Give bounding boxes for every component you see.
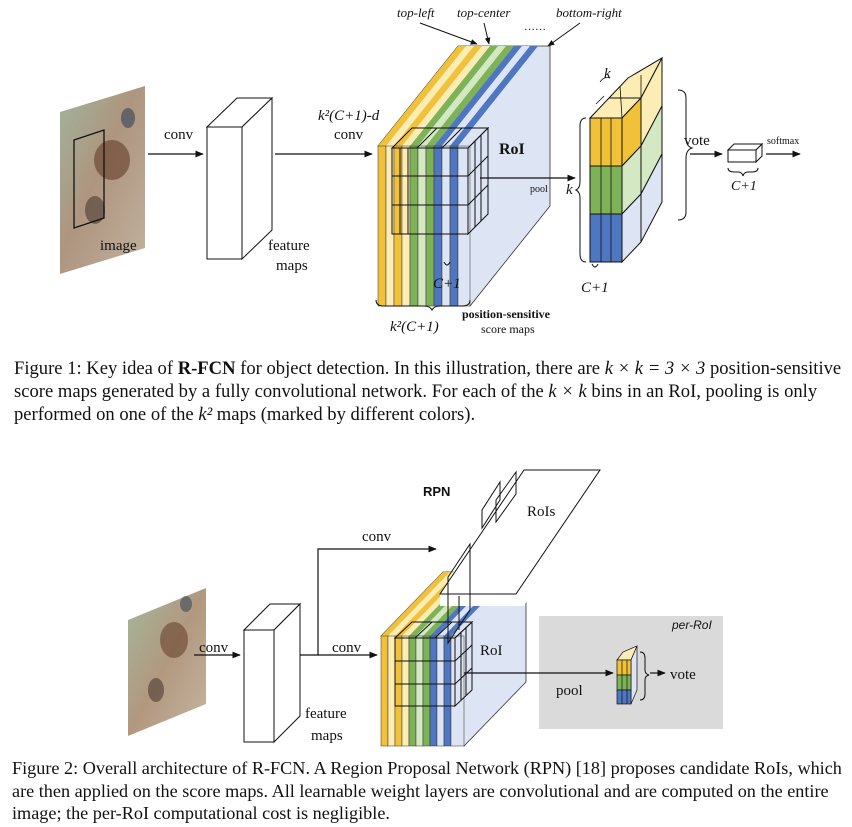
figure-2-caption: Figure 2: Overall architecture of R-FCN.…	[12, 758, 842, 823]
maps-label-2: maps	[311, 728, 343, 744]
roi-cube-1	[390, 126, 490, 236]
feature-maps-box-1	[205, 96, 274, 261]
conv-label-2: conv	[334, 127, 364, 143]
per-roi-label: per-RoI	[671, 618, 712, 632]
caption-1-mid2: position-sensitive score maps generated …	[14, 358, 842, 402]
top-left-label: top-left	[397, 5, 435, 20]
ps-label-2: score maps	[481, 322, 535, 336]
figure-1-caption: Figure 1: Key idea of R-FCN for object d…	[14, 357, 844, 426]
conv-mid-label: conv	[332, 640, 362, 656]
feature-maps-box-2	[242, 602, 302, 744]
top-center-label: top-center	[457, 5, 511, 20]
c1-label-b: C+1	[581, 280, 609, 296]
caption-1-mid3: bins in an RoI, pooling is only performe…	[14, 381, 818, 425]
conv-label-1: conv	[164, 127, 194, 143]
input-image-1	[60, 86, 145, 274]
c1-label-c: C+1	[731, 179, 757, 194]
figure-2: conv feature maps conv conv	[128, 469, 723, 747]
caption-1-mid1: for object detection. In this illustrati…	[235, 358, 605, 379]
maps-label-1: maps	[276, 258, 308, 274]
output-block-1	[726, 142, 764, 164]
input-image-2	[128, 588, 206, 736]
caption-1-math3: k²	[198, 404, 213, 425]
rpn-plane	[439, 469, 601, 645]
k2c1-label: k²(C+1)	[390, 319, 439, 335]
figure-1: image conv feature maps k²(C+1)-d conv	[60, 5, 801, 336]
feature-label-1: feature	[268, 238, 310, 254]
softmax-label: softmax	[767, 136, 799, 147]
image-label: image	[100, 238, 137, 254]
caption-1-math1: k × k = 3 × 3	[604, 358, 706, 379]
ps-label-1: position-sensitive	[462, 307, 551, 321]
pool-label-1: pool	[530, 184, 548, 195]
caption-1-bold: R-FCN	[177, 358, 236, 379]
pooled-grid-2	[616, 645, 638, 705]
conv-top-label: conv	[362, 529, 392, 545]
caption-1-math2: k × k	[548, 381, 587, 402]
rpn-label: RPN	[423, 484, 450, 499]
k2-d-label: k²(C+1)-d	[318, 108, 380, 124]
pool-label-2: pool	[556, 683, 583, 699]
roi-cube-2	[393, 620, 474, 708]
vote-label-2: vote	[670, 667, 696, 683]
k-top-label: k	[604, 66, 611, 82]
vote-label-1: vote	[684, 133, 710, 149]
roi-label-1: RoI	[499, 141, 525, 158]
k-side-label: k	[566, 182, 573, 198]
c1-label-a: C+1	[433, 276, 461, 292]
bottom-right-label: bottom-right	[556, 5, 622, 20]
rois-label: RoIs	[527, 504, 556, 520]
pooled-grid-1	[588, 56, 664, 264]
feature-label-2: feature	[305, 706, 347, 722]
dots-label: ……	[524, 21, 546, 33]
conv-left-label: conv	[199, 640, 229, 656]
caption-1-mid4: maps (marked by different colors).	[212, 404, 476, 425]
roi-label-2: RoI	[480, 643, 503, 659]
caption-1-prefix: Figure 1: Key idea of	[14, 358, 178, 379]
